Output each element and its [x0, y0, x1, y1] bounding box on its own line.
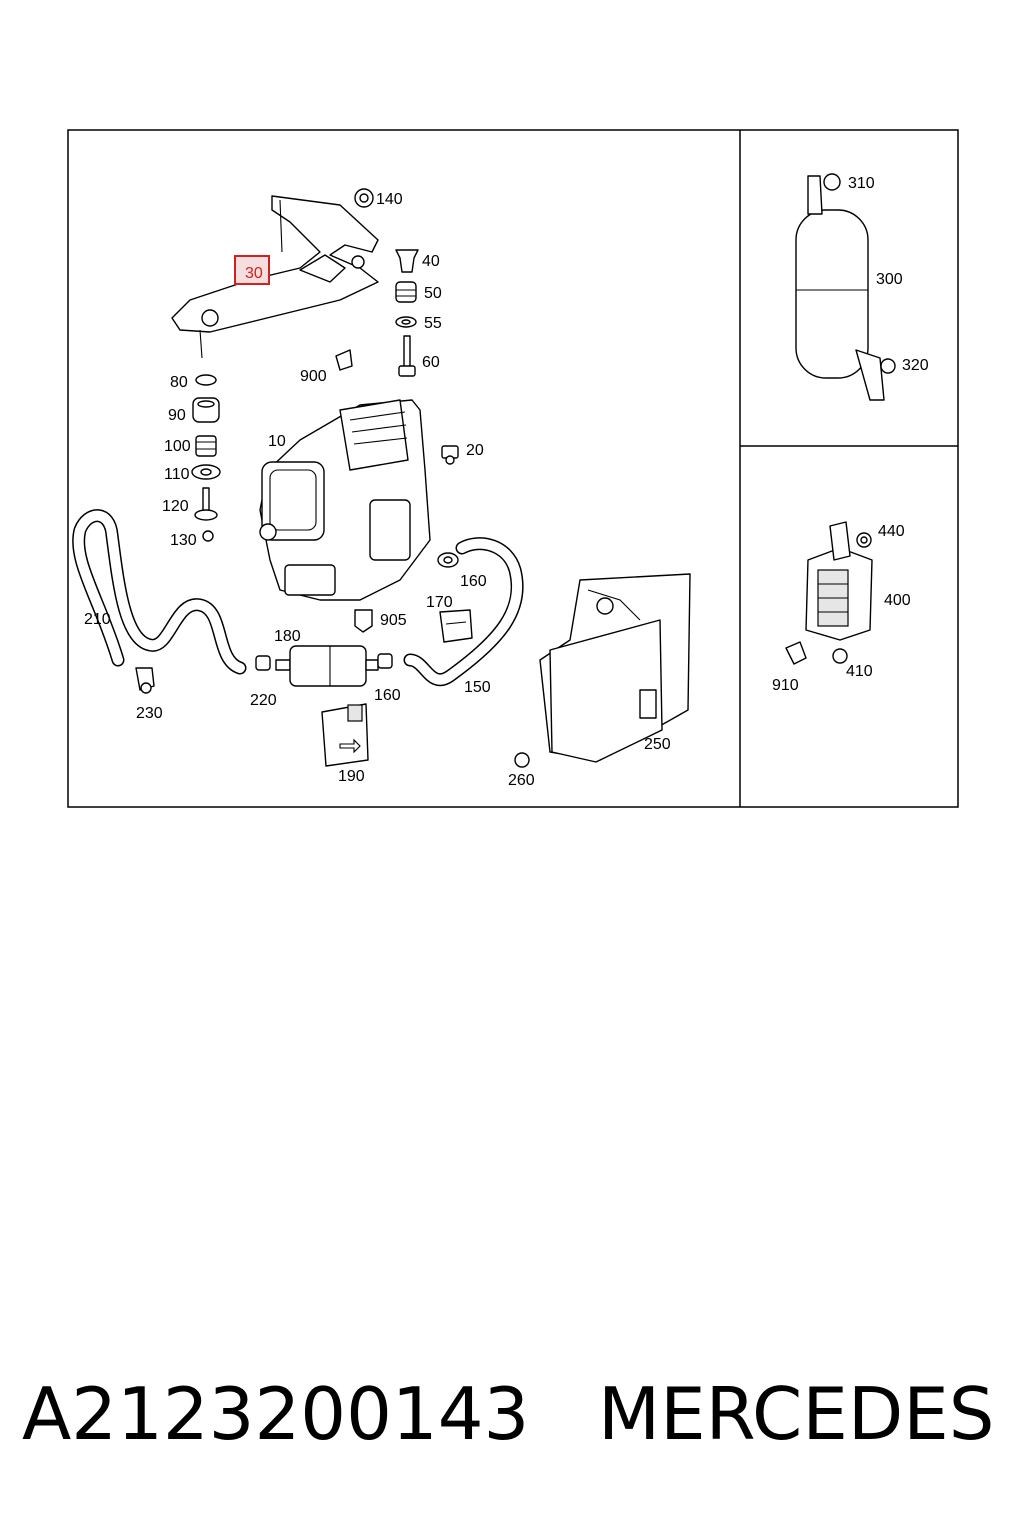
plug-part-410[interactable] [832, 648, 848, 664]
callout-30[interactable]: 30 [245, 265, 263, 282]
mount-part-90[interactable] [192, 397, 220, 423]
brand-name: MERCEDES [598, 1372, 995, 1456]
clamp-part-220[interactable] [255, 655, 271, 671]
callout-100: 100 [164, 438, 191, 455]
sleeve-part-40[interactable] [395, 249, 419, 273]
callout-310: 310 [848, 175, 875, 192]
callout-60: 60 [422, 354, 440, 371]
callout-110: 110 [164, 466, 190, 483]
hose-part-210[interactable] [72, 509, 247, 675]
callout-210: 210 [84, 611, 111, 628]
callout-300: 300 [876, 271, 903, 288]
screw-part-130[interactable] [202, 530, 214, 542]
callout-180: 180 [274, 628, 301, 645]
washer-part-55[interactable] [395, 316, 417, 328]
callout-130: 130 [170, 532, 197, 549]
spring-part-100[interactable] [195, 435, 217, 457]
callout-320: 320 [902, 357, 929, 374]
washer-part-80[interactable] [195, 374, 217, 386]
callout-900: 900 [300, 368, 327, 385]
nut-part-320[interactable] [880, 358, 896, 374]
valve-block-part-400[interactable] [805, 521, 873, 641]
callout-80: 80 [170, 374, 188, 391]
callout-150: 150 [464, 679, 491, 696]
screw-part-260[interactable] [514, 752, 530, 768]
callout-120: 120 [162, 498, 189, 515]
connector-part-20[interactable] [441, 445, 459, 465]
callout-170: 170 [426, 594, 453, 611]
fitting-part-310[interactable] [823, 173, 841, 191]
main-panel-frame [67, 129, 959, 808]
tag-part-900[interactable] [335, 349, 353, 371]
callout-250: 250 [644, 736, 671, 753]
callout-230: 230 [136, 705, 163, 722]
callout-400: 400 [884, 592, 911, 609]
cover-part-190[interactable] [321, 703, 369, 767]
compressor-part-10[interactable] [259, 399, 431, 601]
clip-part-170[interactable] [439, 609, 473, 643]
clamp-part-160-lower[interactable] [377, 653, 393, 669]
hose-part-150[interactable] [403, 537, 524, 687]
callout-90: 90 [168, 407, 186, 424]
footer-caption: A2123200143 MERCEDES [0, 1372, 1024, 1472]
bushing-part-50[interactable] [395, 281, 417, 303]
tag-part-910[interactable] [785, 641, 807, 665]
callout-410: 410 [846, 663, 873, 680]
clip-part-230[interactable] [135, 667, 155, 694]
callout-905: 905 [380, 612, 407, 629]
callout-50: 50 [424, 285, 442, 302]
clamp-part-160-upper[interactable] [437, 552, 459, 568]
bracket-part-30[interactable] [171, 195, 379, 359]
callout-440: 440 [878, 523, 905, 540]
callout-160-upper: 160 [460, 573, 487, 590]
bolt-part-60[interactable] [398, 335, 416, 377]
parts-diagram: 140 30 40 50 55 60 900 80 90 100 110 120… [67, 129, 959, 808]
highlight-box-part-30 [234, 255, 270, 285]
nut-part-440[interactable] [856, 532, 872, 548]
callout-40: 40 [422, 253, 440, 270]
callout-20: 20 [466, 442, 484, 459]
callout-910: 910 [772, 677, 799, 694]
callout-220: 220 [250, 692, 277, 709]
housing-part-250[interactable] [539, 573, 691, 763]
nut-part-140[interactable] [354, 188, 374, 208]
part-number: A2123200143 [22, 1372, 530, 1456]
reservoir-part-300[interactable] [795, 175, 885, 401]
callout-260: 260 [508, 772, 535, 789]
callout-190: 190 [338, 768, 365, 785]
callout-55: 55 [424, 315, 442, 332]
tag-part-905[interactable] [354, 609, 373, 633]
bolt-part-120[interactable] [194, 487, 218, 521]
washer-part-110[interactable] [191, 464, 221, 480]
filter-part-180[interactable] [275, 645, 379, 687]
callout-160-lower: 160 [374, 687, 401, 704]
callout-10: 10 [268, 433, 286, 450]
callout-140: 140 [376, 191, 403, 208]
